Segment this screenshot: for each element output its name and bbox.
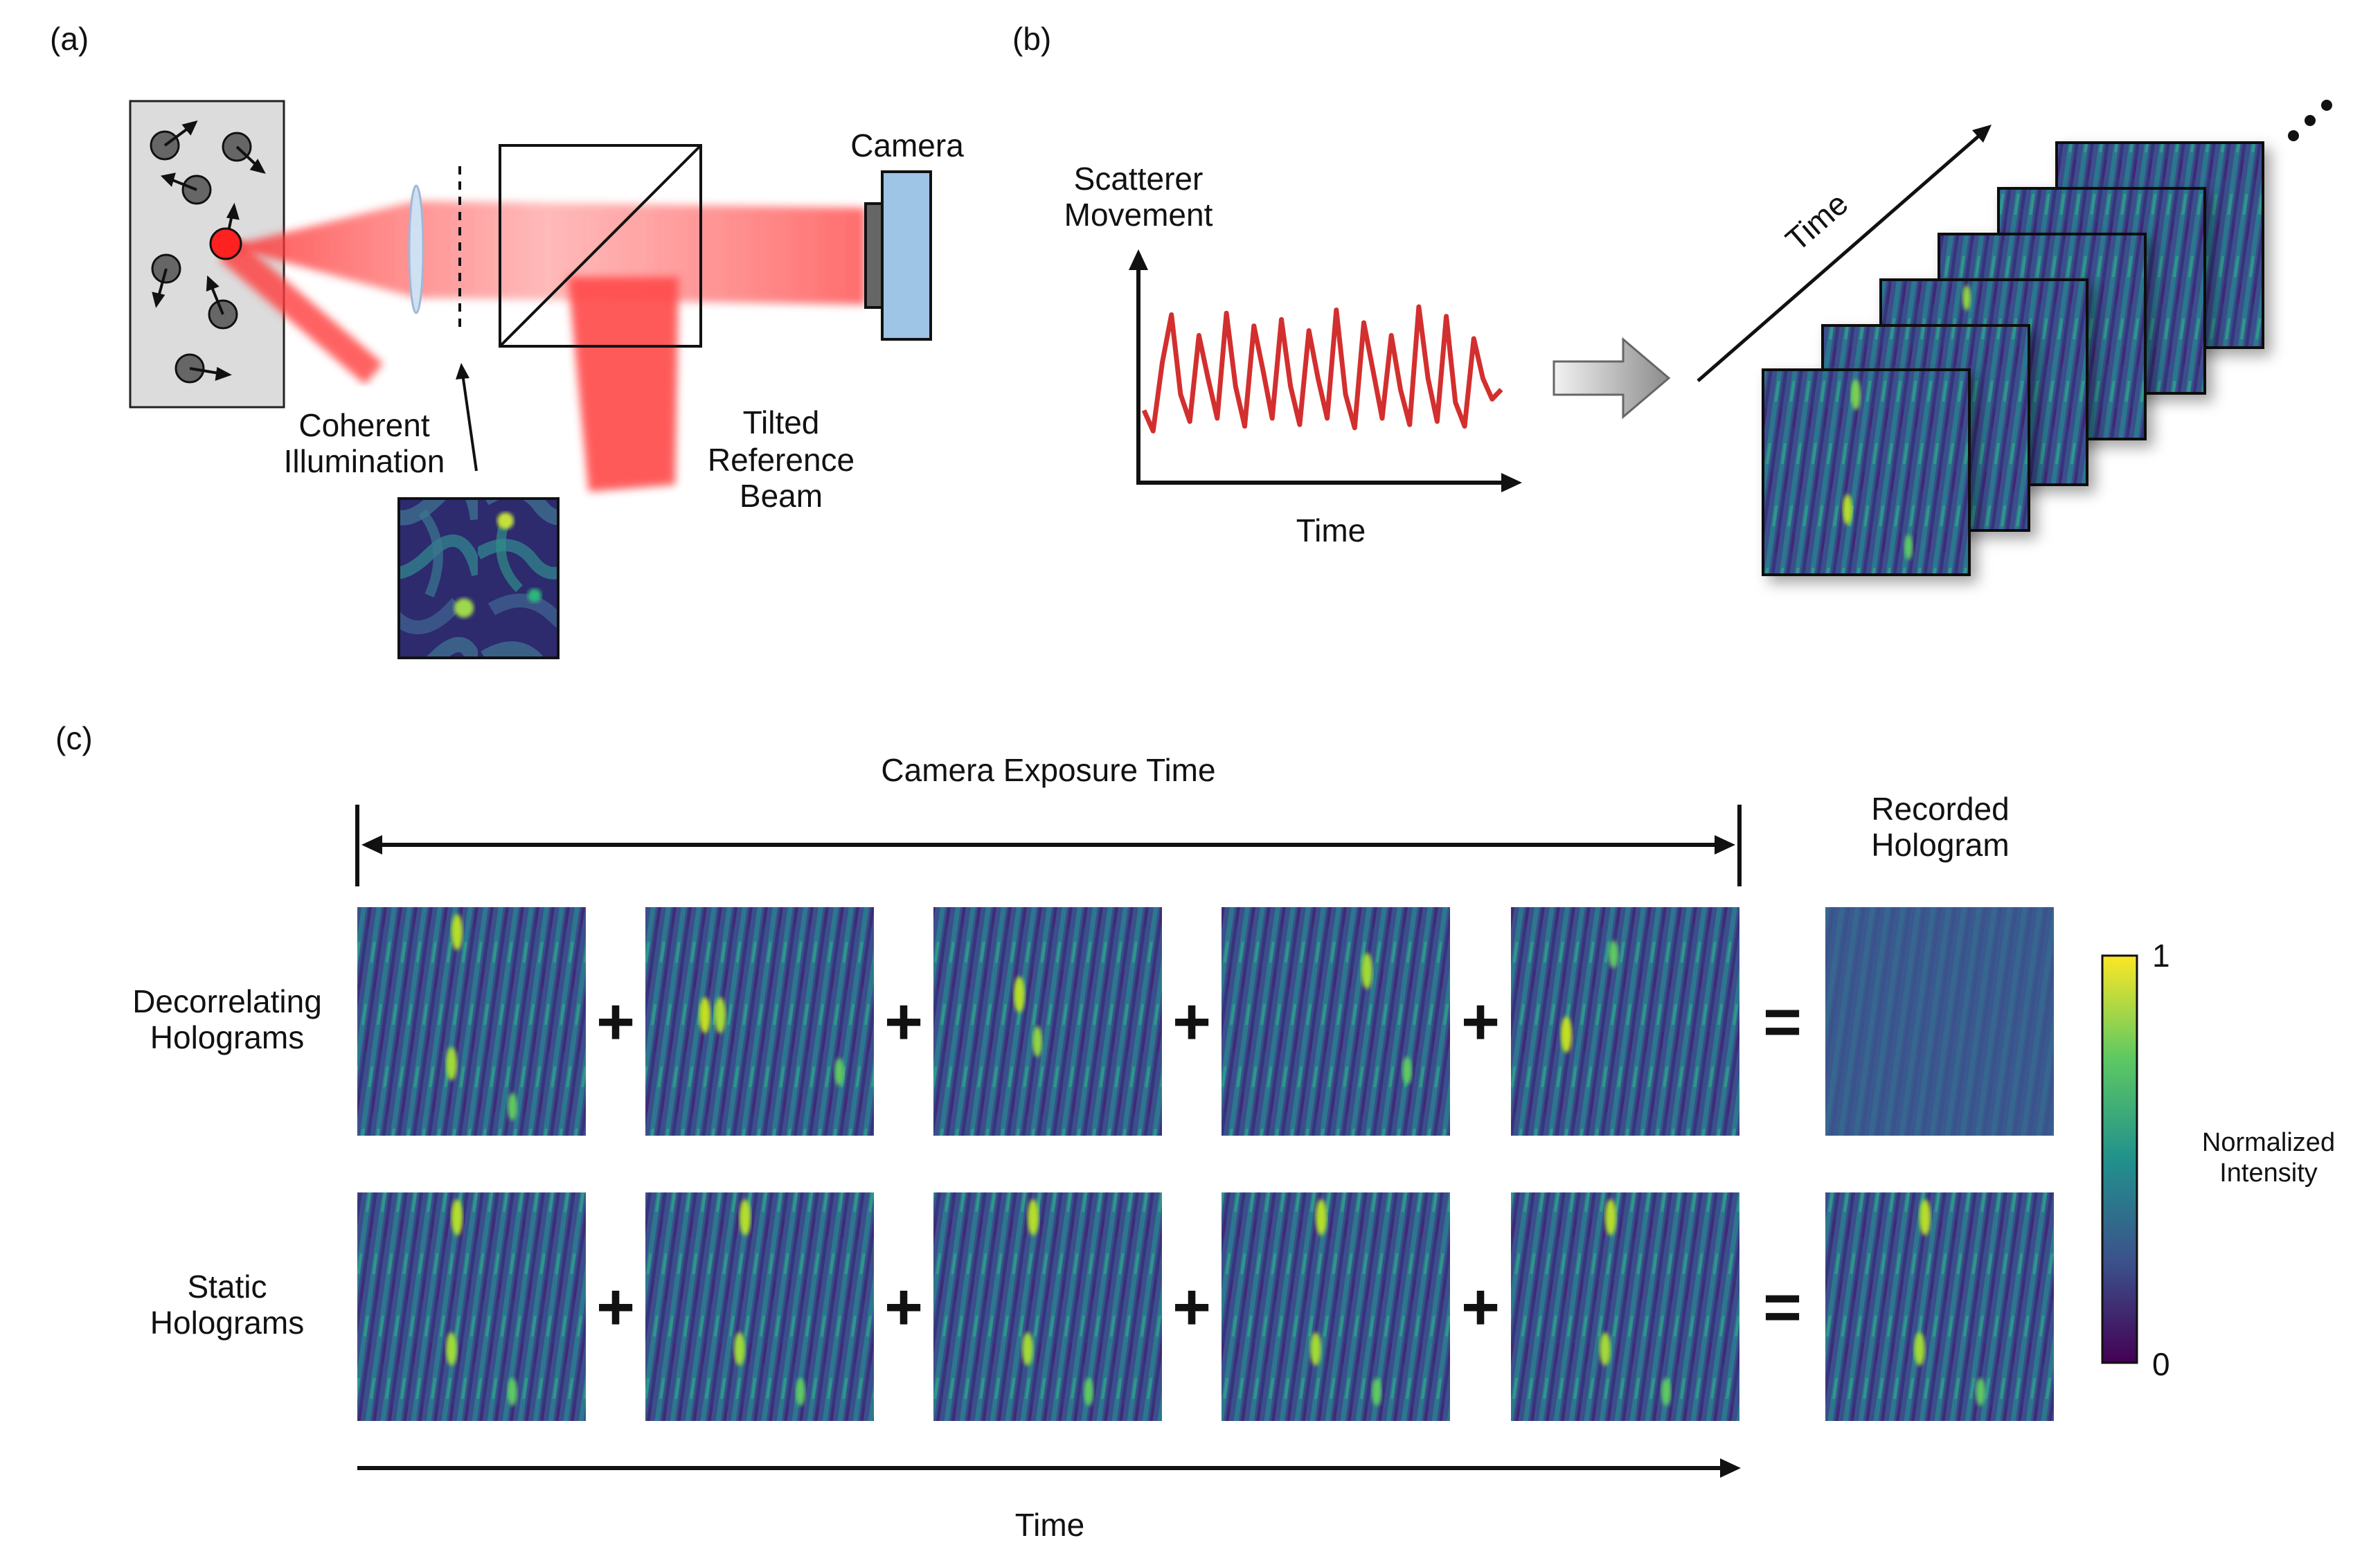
reference-label-line3: Beam (740, 478, 823, 514)
static-hologram-4 (1222, 1192, 1450, 1421)
stack-hologram (1762, 368, 1971, 576)
stack-time-axis-head (1972, 125, 1992, 143)
recorded-label-line2: Hologram (1871, 827, 2009, 863)
decorrelating-hologram-2 (645, 907, 874, 1136)
colorbar (2101, 954, 2138, 1364)
panel-a-label: (a) (50, 21, 89, 57)
camera-lens-mount (864, 202, 884, 309)
stack-time-axis (1697, 134, 1980, 382)
illuminated-scatterer (209, 227, 242, 260)
static-label-line2: Holograms (150, 1305, 304, 1341)
reference-beam (568, 277, 679, 492)
time-label: Time (1015, 1507, 1085, 1543)
motion-arrow (168, 177, 197, 191)
decorrelating-hologram-4 (1222, 907, 1450, 1136)
plus-sign: + (1461, 985, 1500, 1059)
decorrelating-hologram-5 (1511, 907, 1739, 1136)
plus-sign: + (1172, 985, 1211, 1059)
equals-sign: = (1763, 1270, 1802, 1344)
exposure-label: Camera Exposure Time (881, 752, 1215, 788)
beam-splitter (499, 144, 702, 348)
exposure-left-head (361, 835, 382, 855)
panel-c-label: (c) (55, 720, 93, 756)
movement-ylabel-line2: Movement (1064, 197, 1213, 233)
lens (408, 184, 424, 314)
plus-sign: + (884, 985, 923, 1059)
time-arrow-head (1720, 1458, 1741, 1478)
static-row (357, 1192, 2054, 1421)
scattered-beam (229, 201, 866, 305)
panel-b: (b) Scatterer Movement Time Time (1012, 21, 2332, 576)
speckle-image (397, 497, 560, 659)
illumination-label-line1: Coherent (298, 407, 429, 443)
static-hologram-2 (645, 1192, 874, 1421)
decorrelating-row (357, 907, 2054, 1136)
panel-a: (a) (50, 21, 964, 659)
motion-arrow-head (215, 366, 232, 381)
decorrelating-label-line1: Decorrelating (132, 983, 322, 1019)
static-hologram-3 (933, 1192, 1162, 1421)
beam-splitter-diagonal (499, 144, 702, 348)
scatterer-motion-arrows (152, 120, 266, 381)
decorrelating-label-line2: Holograms (150, 1019, 304, 1055)
plus-sign: + (1461, 1270, 1500, 1344)
decorrelating-hologram-3 (933, 907, 1162, 1136)
motion-arrow-head (249, 159, 266, 175)
static-label-line1: Static (187, 1269, 267, 1305)
motion-arrow-head (160, 172, 176, 187)
movement-signal-line (1141, 304, 1503, 433)
colorbar-title-line1: Normalized (2202, 1128, 2335, 1157)
movement-y-axis-head (1129, 249, 1148, 270)
hologram-stack (1762, 141, 2264, 576)
static-recorded-hologram (1825, 1192, 2054, 1421)
image-plane-pointer-head (456, 363, 469, 379)
motion-arrow-head (226, 202, 240, 220)
decorrelating-recorded-hologram (1825, 907, 2054, 1136)
panel-c: (c) Camera Exposure Time Recorded Hologr… (55, 720, 2335, 1543)
stack-time-label: Time (1779, 185, 1855, 258)
exposure-right-head (1715, 835, 1735, 855)
colorbar-max-label: 1 (2152, 938, 2170, 974)
motion-arrow-head (181, 120, 198, 136)
plus-sign: + (1172, 1270, 1211, 1344)
recorded-label-line1: Recorded (1871, 791, 2009, 827)
image-plane-pointer (461, 373, 478, 472)
motion-arrow-head (206, 275, 220, 292)
plus-sign: + (884, 1270, 923, 1344)
colorbar-min-label: 0 (2152, 1346, 2170, 1382)
decorrelating-hologram-1 (357, 907, 586, 1136)
static-hologram-1 (357, 1192, 586, 1421)
camera-label: Camera (850, 127, 964, 163)
reference-label-line1: Tilted (743, 404, 820, 440)
stack-continuation-dots (2288, 100, 2332, 141)
illumination-label-line2: Illumination (284, 443, 445, 479)
movement-ylabel-line1: Scatterer (1074, 161, 1204, 197)
static-hologram-5 (1511, 1192, 1739, 1421)
reference-label-line2: Reference (708, 442, 855, 478)
movement-xlabel: Time (1296, 512, 1366, 548)
equals-sign: = (1763, 985, 1802, 1059)
plus-sign: + (596, 985, 635, 1059)
motion-arrow-head (152, 292, 165, 308)
movement-x-axis-head (1501, 473, 1522, 492)
colorbar-title-line2: Intensity (2219, 1159, 2318, 1188)
camera-body (881, 170, 932, 341)
process-arrow (1553, 337, 1671, 420)
illumination-beam (219, 238, 384, 385)
panel-b-label: (b) (1012, 21, 1051, 57)
plus-sign: + (596, 1270, 635, 1344)
